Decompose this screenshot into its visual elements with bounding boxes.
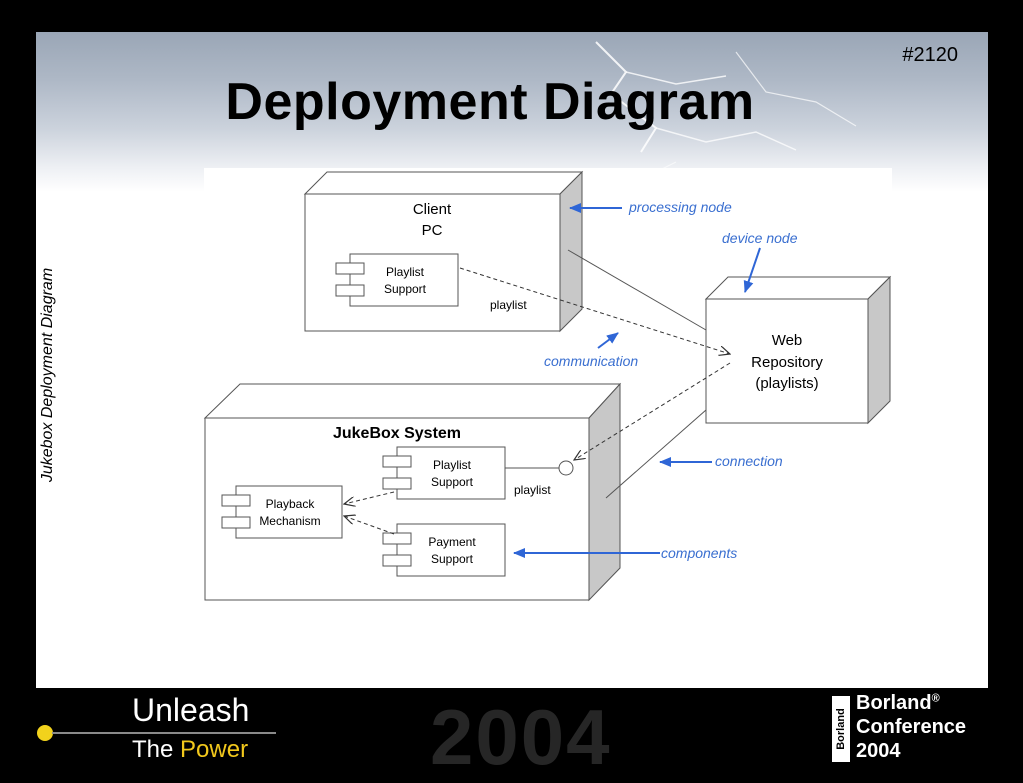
components-annotation: components (661, 545, 737, 561)
dependency-payment-to-playback (344, 516, 395, 535)
conference-line1-text: Borland (856, 692, 932, 714)
web-repository-label-line2: Repository (751, 354, 823, 371)
connection-annotation: connection (715, 453, 783, 469)
playback-mechanism-component: Playback Mechanism (221, 485, 343, 539)
footer-the: The (132, 736, 174, 763)
client-pc-label-line2: PC (422, 222, 443, 239)
connection-client-web (567, 249, 707, 331)
footer-unleash: Unleash (132, 692, 250, 728)
communication-arrow (597, 332, 619, 349)
device-node-annotation: device node (722, 230, 798, 246)
client-playlist-dependency-label: playlist (490, 298, 527, 312)
slide-number: #2120 (902, 44, 958, 66)
yellow-dot-icon (37, 725, 53, 741)
payment-support-component: Payment Support (382, 523, 506, 577)
conference-line3: 2004 (856, 740, 901, 762)
web-repository-label-line3: (playlists) (755, 375, 818, 392)
connection-jukebox-web (605, 409, 707, 499)
conference-line1: Borland® (856, 692, 940, 715)
jukebox-playlist-support-component: Playlist Support (382, 446, 506, 500)
slide-title: Deployment Diagram (225, 73, 755, 131)
processing-node-annotation: processing node (628, 199, 732, 215)
client-pc-node: Client PC (303, 170, 584, 333)
registered-mark: ® (931, 692, 940, 705)
sky-background (36, 32, 988, 192)
dependency-web-to-jukebox (574, 362, 731, 460)
jukebox-playlist-support-line2: Support (431, 475, 474, 489)
interface-circle (558, 460, 574, 476)
footer-power: Power (180, 736, 249, 763)
dependency-client-to-web (459, 267, 730, 354)
conference-line2: Conference (856, 716, 967, 738)
jukebox-system-label: JukeBox System (333, 425, 461, 442)
client-playlist-support-line1: Playlist (386, 265, 425, 279)
playback-mechanism-line2: Mechanism (259, 514, 320, 528)
jukebox-playlist-dependency-label: playlist (514, 483, 551, 497)
web-repository-node: Web Repository (playlists) (704, 275, 892, 425)
playback-mechanism-line1: Playback (266, 497, 316, 511)
communication-annotation: communication (544, 353, 638, 369)
client-pc-label-line1: Client (413, 201, 452, 218)
borland-logo-icon: Borland (832, 696, 850, 762)
client-playlist-support-component: Playlist Support (335, 253, 459, 307)
payment-support-line1: Payment (428, 535, 476, 549)
client-playlist-support-line2: Support (384, 282, 427, 296)
device-node-arrow (743, 247, 761, 293)
footer-the-power: The Power (132, 736, 248, 764)
borland-logo-text: Borland (835, 708, 847, 750)
jukebox-playlist-support-line1: Playlist (433, 458, 472, 472)
web-repository-label-line1: Web (772, 332, 803, 349)
footer-divider-line (52, 732, 276, 734)
payment-support-line2: Support (431, 552, 474, 566)
dependency-playlist-to-playback (344, 491, 395, 504)
footer: 2004 Unleash The Power Borland Borland® … (0, 688, 1023, 781)
deployment-diagram: Client PC Playlist Support playlist Web … (203, 170, 892, 602)
footer-year-watermark: 2004 (430, 693, 612, 781)
